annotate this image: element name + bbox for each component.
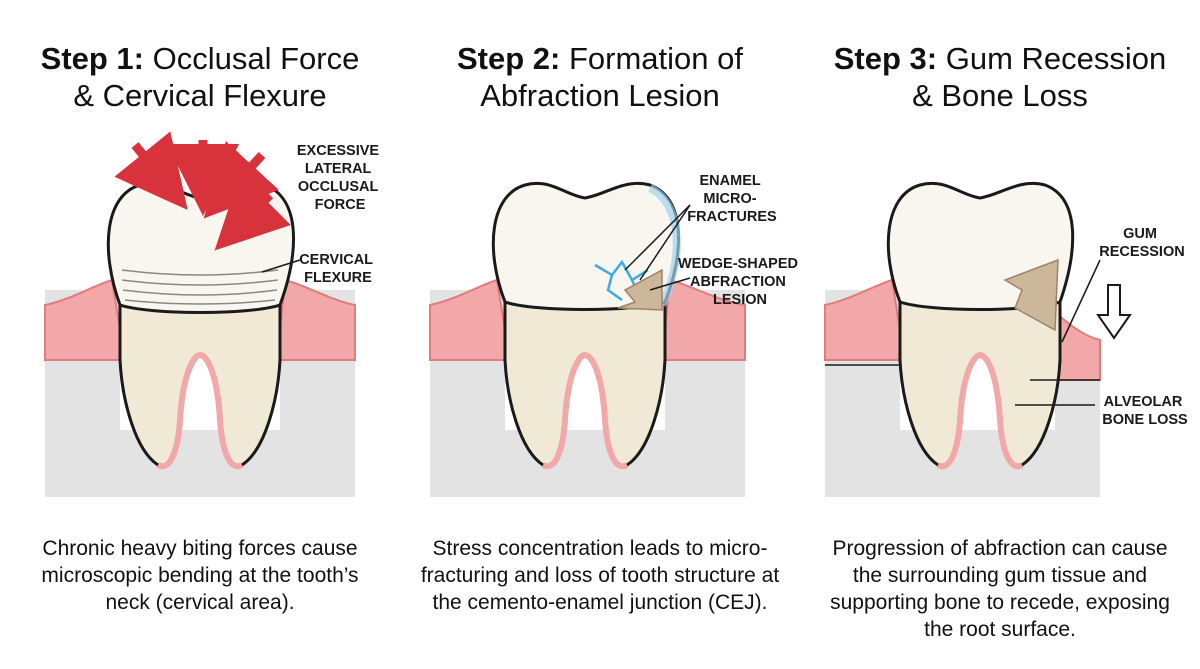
stress-glow bbox=[647, 184, 681, 307]
step-label: Step 2: bbox=[457, 41, 561, 76]
title-line-1: Step 1: Occlusal Force bbox=[0, 40, 400, 77]
title-line-1: Step 3: Gum Recession bbox=[800, 40, 1200, 77]
leader-line bbox=[261, 259, 301, 273]
root-lining bbox=[156, 351, 244, 470]
panel-title: Step 3: Gum Recession & Bone Loss bbox=[800, 40, 1200, 114]
leader-line bbox=[624, 204, 691, 271]
force-arrow bbox=[214, 174, 291, 251]
panel-step-3: Step 3: Gum Recession & Bone Loss GUM RE… bbox=[800, 0, 1200, 669]
title-text: Gum Recession bbox=[945, 41, 1167, 76]
panel-step-2: Step 2: Formation of Abfraction Lesion E… bbox=[400, 0, 800, 669]
label-fractures: ENAMEL MICRO- FRACTURES bbox=[687, 173, 777, 225]
tooth-illustration-step-1: EXCESSIVE LATERAL OCCLUSAL FORCE CERVICA… bbox=[44, 131, 383, 497]
abfraction-lesion bbox=[1003, 258, 1059, 332]
flexure-lines bbox=[121, 269, 279, 305]
label-bone-loss: ALVEOLAR BONE LOSS bbox=[1102, 394, 1188, 428]
title-line-2: & Cervical Flexure bbox=[73, 78, 327, 113]
step-label: Step 1: bbox=[40, 41, 144, 76]
caption: Progression of abfraction can cause the … bbox=[830, 537, 1170, 641]
panel-title: Step 1: Occlusal Force & Cervical Flexur… bbox=[0, 40, 400, 114]
tooth-illustration-step-2: ENAMEL MICRO- FRACTURES WEDGE-SHAPED ABF… bbox=[429, 173, 800, 497]
root-lining bbox=[936, 351, 1024, 470]
force-arrow bbox=[114, 131, 188, 210]
panel-title: Step 2: Formation of Abfraction Lesion bbox=[400, 40, 800, 114]
bone-base bbox=[45, 430, 355, 497]
gum-tissue bbox=[1054, 313, 1101, 381]
step-label: Step 3: bbox=[833, 41, 938, 76]
leader-line bbox=[639, 204, 691, 281]
title-text: Occlusal Force bbox=[152, 41, 360, 76]
caption: Stress concentration leads to micro-frac… bbox=[420, 537, 780, 614]
label-lesion: WEDGE-SHAPED ABFRACTION LESION bbox=[678, 256, 800, 308]
bone-base bbox=[825, 430, 1100, 497]
leader-line bbox=[649, 277, 691, 291]
title-line-2: Abfraction Lesion bbox=[480, 78, 720, 113]
title-line-1: Step 2: Formation of bbox=[400, 40, 800, 77]
leader-line bbox=[1061, 259, 1101, 343]
root-lining bbox=[541, 351, 629, 470]
bone-base bbox=[430, 430, 745, 497]
caption: Chronic heavy biting forces cause micros… bbox=[41, 537, 359, 614]
label-recession: GUM RECESSION bbox=[1099, 226, 1184, 260]
label-flexure: CERVICAL FLEXURE bbox=[299, 252, 377, 286]
panel-step-1: Step 1: Occlusal Force & Cervical Flexur… bbox=[0, 0, 400, 669]
label-force: EXCESSIVE LATERAL OCCLUSAL FORCE bbox=[297, 143, 383, 213]
abfraction-lesion bbox=[617, 268, 663, 311]
tooth-illustration-step-3: GUM RECESSION ALVEOLAR BONE LOSS bbox=[824, 181, 1188, 497]
title-line-2: & Bone Loss bbox=[912, 78, 1088, 113]
recession-arrow-icon bbox=[1096, 284, 1132, 340]
title-text: Formation of bbox=[568, 41, 743, 76]
